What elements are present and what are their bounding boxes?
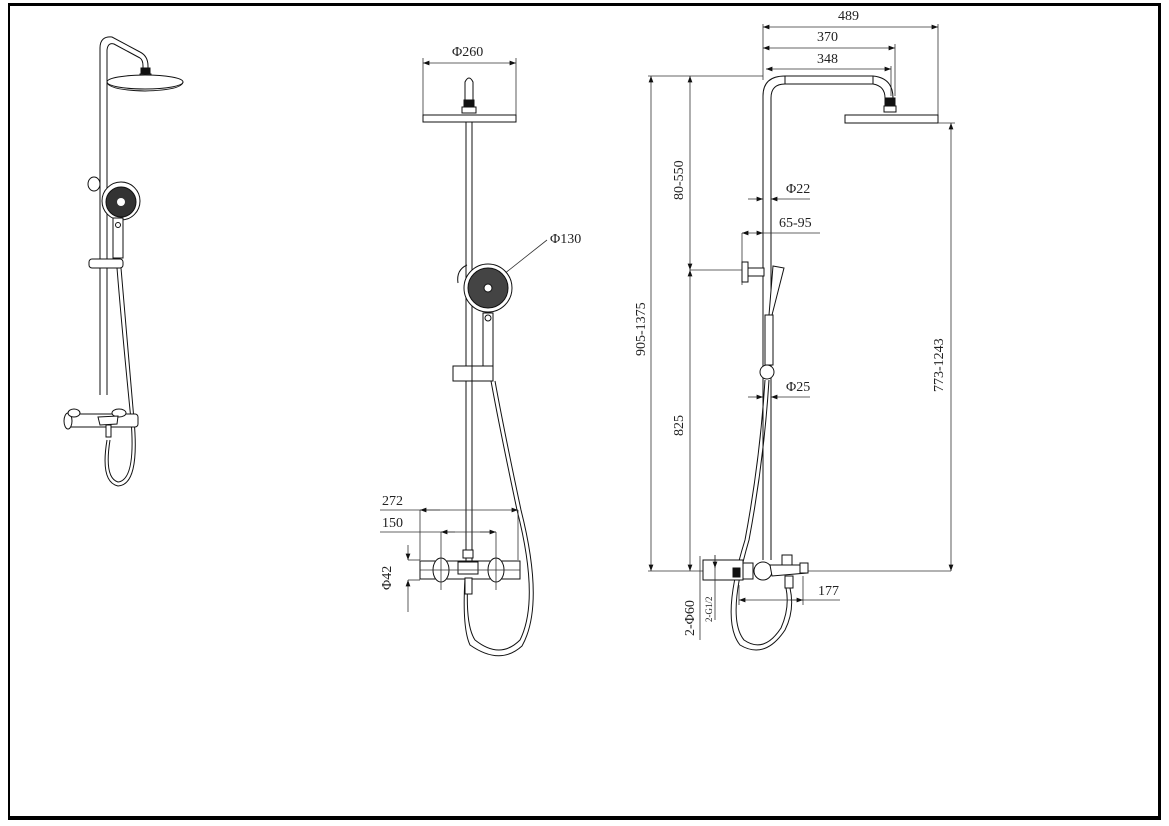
inlet-centers-label: 150	[382, 516, 403, 531]
arm-length-label: 348	[817, 52, 838, 67]
front-view	[380, 58, 548, 657]
rail-diameter-label: Φ22	[786, 182, 811, 197]
drawing-frame	[8, 3, 1161, 820]
height-total-label: 905-1375	[634, 302, 649, 356]
head-height-label: 773-1243	[932, 338, 947, 392]
side-view	[648, 24, 955, 651]
mixer-diameter-label: Φ42	[380, 565, 395, 590]
height-lower-label: 825	[672, 415, 687, 436]
bracket-range-label: 65-95	[779, 216, 812, 231]
lower-pipe-diameter-label: Φ25	[786, 380, 811, 395]
inlet-thread-label: 2-G1/2	[704, 596, 714, 623]
spout-reach-label: 177	[818, 584, 839, 599]
handshower-diameter-label: Φ130	[550, 232, 582, 247]
arm-reach-label: 370	[817, 30, 838, 45]
inlet-escutcheon-label: 2-Φ60	[683, 600, 698, 636]
projection-total-label: 489	[838, 9, 859, 24]
perspective-view	[63, 36, 184, 487]
overhead-diameter-label: Φ260	[452, 45, 484, 60]
width-total-label: 272	[382, 494, 403, 509]
height-upper-label: 80-550	[672, 160, 687, 200]
